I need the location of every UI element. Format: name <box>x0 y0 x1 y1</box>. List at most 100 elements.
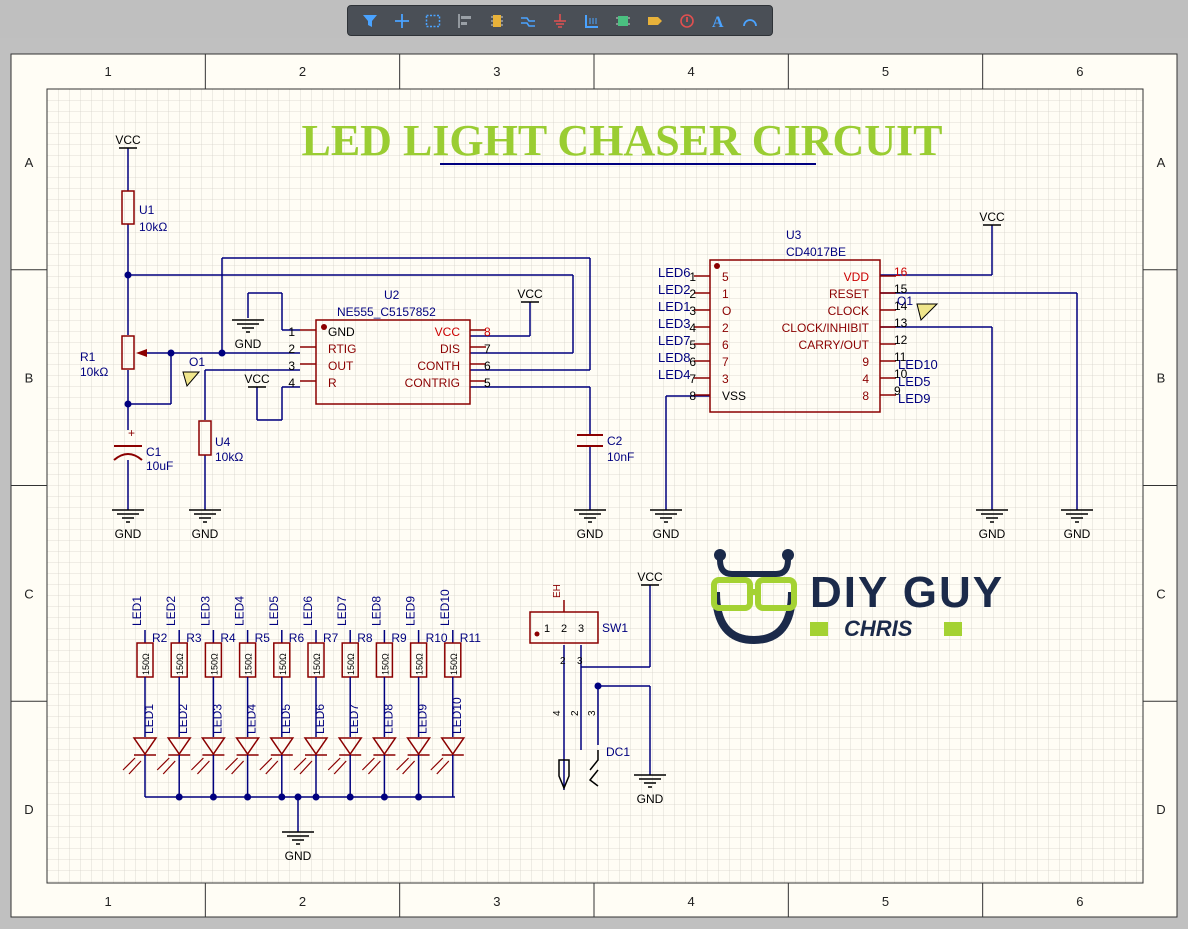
sw1-pin-2: 2 <box>561 623 567 635</box>
u4-designator: U4 <box>215 435 231 449</box>
u3-pin-num-6: 6 <box>689 355 696 369</box>
crosshair-tool[interactable] <box>391 10 413 32</box>
led-LED4 <box>225 737 261 775</box>
led-designator-LED6: LED6 <box>313 704 327 734</box>
wire-tool[interactable] <box>517 10 539 32</box>
text-tool[interactable]: A <box>707 10 729 32</box>
gnd-symbol-leds: GND <box>282 831 314 863</box>
led-net-LED10: LED10 <box>438 589 452 626</box>
led-designator-LED2: LED2 <box>176 704 190 734</box>
zone-col-top-5: 5 <box>882 64 889 79</box>
arc-tool[interactable] <box>739 10 761 32</box>
gnd-symbol-u3-15: GND <box>1061 509 1093 541</box>
u3-designator: U3 <box>786 228 802 242</box>
sw1-eh-label: EH <box>552 584 563 598</box>
u3-pin-num-2: 2 <box>689 287 696 301</box>
svg-text:VCC: VCC <box>517 287 543 301</box>
r1-designator: R1 <box>80 350 96 364</box>
port-tool[interactable] <box>676 10 698 32</box>
u3-pin-num-3: 3 <box>689 304 696 318</box>
resistor-designator-R4: R4 <box>220 631 236 645</box>
ground-tool[interactable] <box>549 10 571 32</box>
zone-row-left-D: D <box>24 802 33 817</box>
filter-icon <box>362 14 377 27</box>
u1-designator: U1 <box>139 203 155 217</box>
zone-col-top-1: 1 <box>105 64 112 79</box>
drawing-area <box>46 88 1144 884</box>
u3-pin-name-10: 4 <box>862 372 869 386</box>
u3-net-LED3: LED3 <box>658 316 691 331</box>
u2-pin-num-1: 1 <box>288 325 295 339</box>
select-rect-tool[interactable] <box>422 10 444 32</box>
resistor-value-R3: 150Ω <box>175 653 185 675</box>
filter-tool[interactable] <box>359 10 381 32</box>
u3-pin-num-4: 4 <box>689 321 696 335</box>
c1-designator: C1 <box>146 445 162 459</box>
gnd-symbol-u4: GND <box>189 509 221 541</box>
gnd-symbol-u3-13: GND <box>976 509 1008 541</box>
u3-net-LED2: LED2 <box>658 282 691 297</box>
bus-tool[interactable] <box>581 10 603 32</box>
net-label-tool[interactable] <box>644 10 666 32</box>
svg-text:VCC: VCC <box>637 570 663 584</box>
dc1-jack-contact <box>588 750 599 787</box>
zone-col-bottom-2: 2 <box>299 894 306 909</box>
zone-row-left-A: A <box>25 155 34 170</box>
crosshair-icon <box>394 13 409 28</box>
u2-pin-num-3: 3 <box>288 359 295 373</box>
u3-net-LED4: LED4 <box>658 367 691 382</box>
c1-polarity: + <box>128 426 135 440</box>
u3-pin-num-9: 9 <box>894 384 901 398</box>
u3-pin-num-16: 16 <box>894 265 908 279</box>
u2-pin-name-2: RTIG <box>328 342 356 356</box>
led-net-LED7: LED7 <box>335 596 349 626</box>
potentiometer-r1 <box>121 335 135 370</box>
align-tool[interactable] <box>454 10 476 32</box>
resistor-value-R9: 150Ω <box>380 653 390 675</box>
svg-text:GND: GND <box>1064 527 1091 541</box>
led-designator-LED9: LED9 <box>416 704 430 734</box>
u3-pin-name-16: VDD <box>844 270 870 284</box>
svg-text:4: 4 <box>552 710 563 716</box>
wire-icon <box>521 16 536 27</box>
led-net-LED2: LED2 <box>164 596 178 626</box>
u3-pin-num-12: 12 <box>894 333 908 347</box>
resistor-designator-R3: R3 <box>186 631 202 645</box>
svg-text:3: 3 <box>587 710 598 716</box>
u3-pin-num-8: 8 <box>689 389 696 403</box>
svg-text:VCC: VCC <box>244 372 270 386</box>
led-designator-LED7: LED7 <box>347 704 361 734</box>
c2-value: 10nF <box>607 450 634 464</box>
u3-pin-name-12: CARRY/OUT <box>799 338 870 352</box>
select-rect-icon <box>425 14 441 27</box>
zone-col-bottom-3: 3 <box>493 894 500 909</box>
u2-pin-name-3: OUT <box>328 359 354 373</box>
led-net-LED1: LED1 <box>130 596 144 626</box>
component-tool[interactable] <box>486 10 508 32</box>
bus-icon <box>584 14 598 28</box>
led-LED10 <box>430 737 466 775</box>
svg-text:GND: GND <box>637 792 664 806</box>
svg-text:VCC: VCC <box>979 210 1005 224</box>
gnd-symbol-dc: GND <box>634 774 666 806</box>
svg-text:GND: GND <box>285 849 312 863</box>
pot-wiper-arrow <box>136 349 147 357</box>
led-designator-LED5: LED5 <box>279 704 293 734</box>
resistor-designator-R10: R10 <box>426 631 448 645</box>
resistor-designator-R8: R8 <box>357 631 373 645</box>
junctions <box>124 271 602 690</box>
resistor-value-R11: 150Ω <box>449 653 459 675</box>
u2-pin-name-5: CONTRIG <box>405 376 460 390</box>
u2-ne555-body <box>315 319 471 405</box>
chip-tool[interactable] <box>612 10 634 32</box>
port-icon <box>679 13 694 28</box>
vcc-symbol-switch: VCC <box>637 570 663 586</box>
u3-pin-num-1: 1 <box>689 270 696 284</box>
chip-icon <box>616 15 631 26</box>
led-designator-LED1: LED1 <box>142 704 156 734</box>
u3-pin-name-9: 8 <box>862 389 869 403</box>
svg-text:A: A <box>712 14 724 30</box>
u3-pin-name-3: O <box>722 304 731 318</box>
u1-value: 10kΩ <box>139 220 167 234</box>
